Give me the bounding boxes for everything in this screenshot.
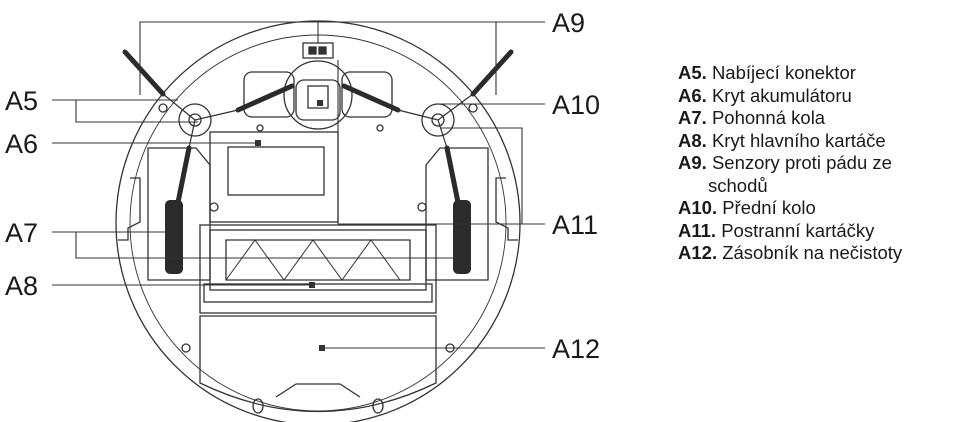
right-front-plate <box>341 71 393 118</box>
left-side-brush-hub <box>178 103 212 137</box>
callout-a9: A9 <box>552 8 585 38</box>
dustbin <box>199 315 437 413</box>
left-brush-bristles-top <box>122 49 166 97</box>
parts-legend: A5. Nabíjecí konektor A6. Kryt akumuláto… <box>678 62 902 265</box>
legend-item-a5: A5. Nabíjecí konektor <box>678 62 856 83</box>
callout-a12: A12 <box>552 334 600 364</box>
front-caster-wheel <box>283 60 353 130</box>
cliff-sensor-housing <box>302 42 334 59</box>
left-side-notch <box>118 177 141 241</box>
callout-a11: A11 <box>552 210 598 240</box>
right-side-notch <box>495 177 518 241</box>
battery-cover <box>227 146 325 196</box>
main-brush-cover <box>209 229 427 291</box>
right-drive-wheel <box>453 200 471 274</box>
legend-item-a7: A7. Pohonná kola <box>678 107 826 128</box>
right-brush-bristles-left <box>341 83 401 113</box>
robot-body-outline <box>115 20 521 422</box>
left-drive-wheel <box>165 200 183 274</box>
left-front-plate <box>243 71 295 118</box>
legend-item-a10: A10. Přední kolo <box>678 197 816 218</box>
legend-item-a6: A6. Kryt akumulátoru <box>678 84 852 106</box>
callout-a10: A10 <box>552 90 600 120</box>
callout-a6: A6 <box>5 129 38 159</box>
legend-item-a9-continuation: schodů <box>708 174 768 196</box>
callout-a7: A7 <box>5 218 38 248</box>
left-brush-bristles-right <box>235 83 295 113</box>
legend-item-a9: A9. Senzory proti pádu ze <box>678 152 892 173</box>
right-brush-bristles-top <box>470 49 514 97</box>
callout-a5: A5 <box>5 86 38 116</box>
robot-body-inner-rim <box>129 34 507 412</box>
legend-item-a8: A8. Kryt hlavního kartáče <box>678 129 886 151</box>
main-brush-frame <box>199 224 437 314</box>
legend-item-a11: A11. Postranní kartáčky <box>678 219 875 241</box>
legend-item-a12: A12. Zásobník na nečistoty <box>678 242 903 263</box>
callout-a8: A8 <box>5 271 38 301</box>
